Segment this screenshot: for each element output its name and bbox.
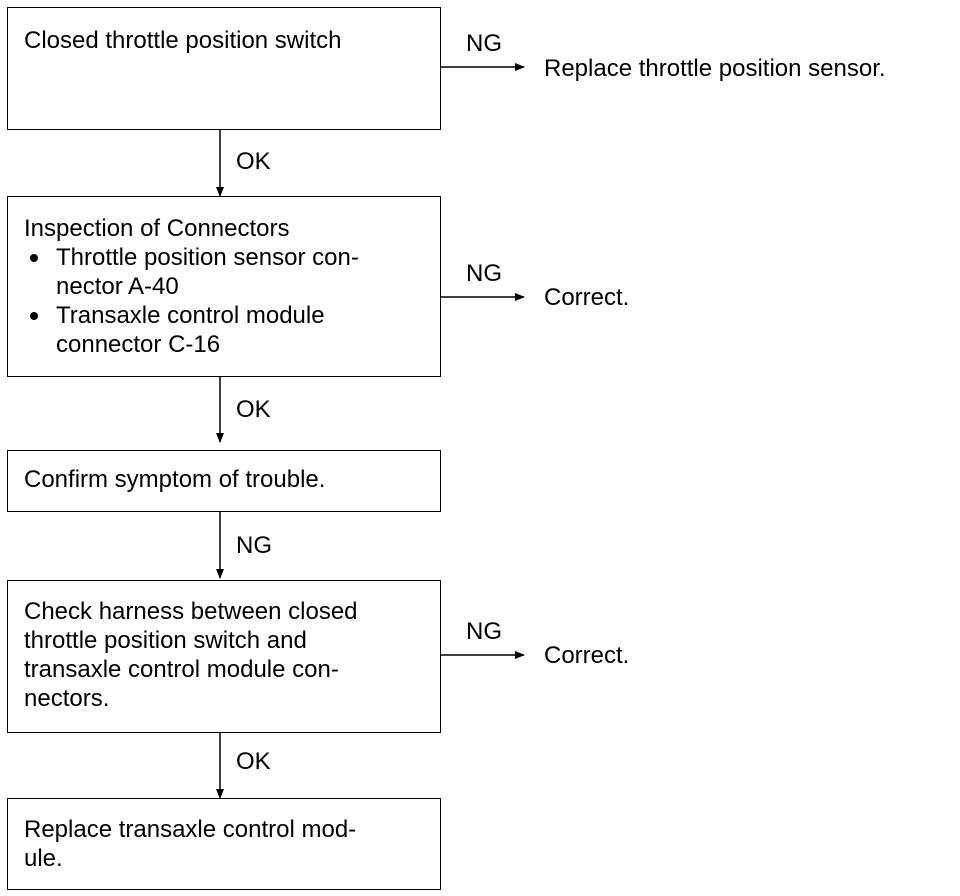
step-text: transaxle control module con- bbox=[24, 656, 339, 683]
step-text: Replace transaxle control mod- bbox=[24, 816, 357, 843]
step-text: ule. bbox=[24, 845, 63, 872]
step-confirm-box: Confirm symptom of trouble. bbox=[7, 450, 441, 512]
step-closed-throttle-box: Closed throttle position switch bbox=[7, 7, 441, 130]
side-result: Replace throttle position sensor. bbox=[544, 55, 886, 82]
bullet-item-cont: nector A-40 bbox=[56, 273, 179, 300]
bullet-item-cont: connector C-16 bbox=[56, 331, 221, 358]
side-label-ng: NG bbox=[466, 260, 502, 287]
side-result: Correct. bbox=[544, 642, 630, 669]
side-result: Correct. bbox=[544, 284, 630, 311]
side-label-ng: NG bbox=[466, 618, 502, 645]
step-harness-box: Check harness between closed throttle po… bbox=[7, 580, 441, 733]
down-label-ok: OK bbox=[236, 396, 271, 423]
side-label-ng: NG bbox=[466, 30, 502, 57]
step-text: throttle position switch and bbox=[24, 627, 307, 654]
step-text: nectors. bbox=[24, 685, 110, 712]
step-replace-tcm-box: Replace transaxle control mod- ule. bbox=[7, 798, 441, 890]
bullet-item: Transaxle control module bbox=[24, 301, 440, 330]
step-text: Closed throttle position switch bbox=[24, 27, 342, 54]
down-label-ok: OK bbox=[236, 148, 271, 175]
step-text: Check harness between closed bbox=[24, 598, 358, 625]
step-text: Confirm symptom of trouble. bbox=[24, 466, 326, 493]
step-inspection-box: Inspection of Connectors Throttle positi… bbox=[7, 196, 441, 377]
down-label-ng: NG bbox=[236, 532, 272, 559]
step-title: Inspection of Connectors bbox=[24, 215, 290, 242]
bullet-item: Throttle position sensor con- bbox=[24, 243, 440, 272]
down-label-ok: OK bbox=[236, 748, 271, 775]
